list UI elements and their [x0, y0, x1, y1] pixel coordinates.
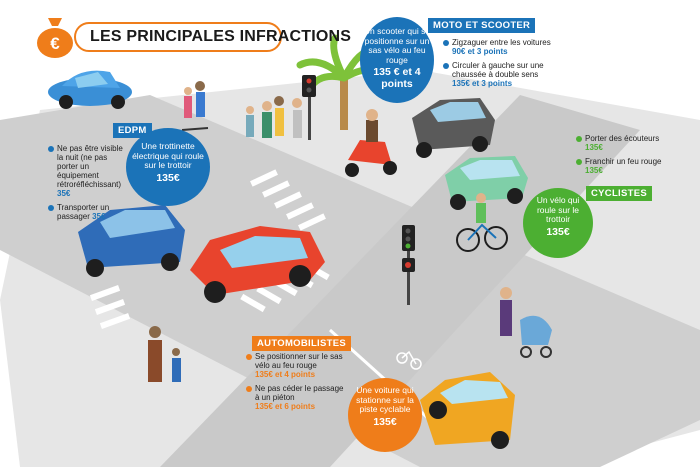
edpm-list: Ne pas être visible la nuit (ne pas port… [48, 144, 126, 226]
moto-list: Zigzaguer entre les voitures 90€ et 3 po… [443, 38, 551, 93]
bullet-icon [576, 159, 582, 166]
moto-item: Zigzaguer entre les voitures 90€ et 3 po… [443, 38, 551, 56]
cyclistes-item-text: Porter des écouteurs [585, 134, 660, 143]
page-title: LES PRINCIPALES INFRACTIONS [90, 28, 352, 45]
title-frame [74, 22, 282, 52]
automobilistes-bubble [348, 378, 422, 452]
edpm-bubble [126, 128, 210, 206]
automobilistes-bubble-price: 135€ [373, 415, 397, 428]
traffic-light-center [402, 225, 415, 305]
money-bag-icon: € [37, 18, 73, 58]
edpm-item-text: Transporter un passager [57, 203, 110, 222]
edpm-item: Ne pas être visible la nuit (ne pas port… [48, 144, 126, 198]
woman-with-stroller [500, 287, 552, 358]
car-grey [412, 98, 495, 158]
edpm-bubble-price: 135€ [156, 171, 180, 184]
edpm-item: Transporter un passager 35€ [48, 203, 126, 221]
crosswalk-top [250, 169, 326, 231]
edpm-item-fine: 35€ [57, 189, 71, 199]
edpm-tag: EDPM [113, 123, 152, 138]
bullet-icon [48, 205, 54, 212]
moto-item-fine: 135€ et 3 points [452, 79, 513, 89]
pedestrians-top [246, 96, 302, 138]
bullet-icon [576, 136, 582, 142]
automobilistes-item-text: Ne pas céder le passage à un piéton [255, 384, 344, 403]
automobilistes-item: Ne pas céder le passage à un piéton 135€… [246, 384, 346, 411]
traffic-light-top [302, 75, 316, 140]
cyclistes-item-fine: 135€ [585, 166, 603, 176]
bullet-icon [246, 354, 252, 360]
cyclistes-tag: CYCLISTES [586, 186, 653, 201]
edpm-bubble-content: Une trottinette électrique qui roule sur… [130, 141, 206, 184]
moto-item-text: Zigzaguer entre les voitures [452, 38, 551, 47]
edpm-item-text: Ne pas être visible la nuit (ne pas port… [57, 144, 123, 190]
cyclistes-item-text: Franchir un feu rouge [585, 157, 662, 167]
car-blue-left [78, 205, 185, 277]
automobilistes-item-fine: 135€ et 4 points [255, 370, 316, 380]
bullet-icon [443, 40, 449, 46]
bike-lane-symbol-icon [396, 350, 422, 370]
car-green [445, 156, 528, 210]
scooter-kids [181, 81, 209, 131]
edpm-item-fine: 35€ [92, 212, 106, 222]
moto-bubble [360, 17, 434, 103]
bullet-icon [246, 386, 252, 393]
cyclistes-bubble-price: 135€ [546, 225, 570, 238]
svg-text:€: € [50, 34, 60, 53]
car-red [190, 226, 325, 303]
moto-bubble-price: 135 € et 4 points [373, 66, 421, 90]
edpm-bubble-text: Une trottinette électrique qui roule sur… [132, 141, 204, 171]
moto-tag: MOTO ET SCOOTER [428, 18, 536, 33]
cyclistes-item: Porter des écouteurs 135€ [576, 134, 676, 152]
cyclistes-bubble-text: Un vélo qui roule sur le trottoir [536, 195, 580, 225]
car-blue-top-left [48, 70, 132, 109]
moto-item-text: Circuler à gauche sur une chaussée à dou… [452, 61, 544, 80]
moto-bubble-content: Un scooter qui se positionne sur un sas … [362, 26, 432, 91]
automobilistes-item: Se positionner sur le sas vélo au feu ro… [246, 352, 346, 379]
cyclistes-list: Porter des écouteurs 135€ Franchir un fe… [576, 134, 676, 180]
car-yellow [420, 372, 515, 449]
automobilistes-bubble-content: Une voiture qui stationne sur la piste c… [352, 385, 418, 428]
automobilistes-tag: AUTOMOBILISTES [252, 336, 351, 351]
parent-with-child [148, 326, 181, 382]
cyclistes-bubble [523, 188, 593, 258]
crosswalk-left [89, 285, 131, 329]
moto-item: Circuler à gauche sur une chaussée à dou… [443, 61, 551, 88]
palm-tree [296, 34, 384, 130]
scooter-rider [345, 109, 397, 177]
automobilistes-item-fine: 135€ et 6 points [255, 402, 316, 412]
moto-bubble-text: Un scooter qui se positionne sur un sas … [363, 26, 431, 65]
cyclistes-item-fine: 135€ [585, 143, 603, 153]
automobilistes-item-text: Se positionner sur le sas vélo au feu ro… [255, 352, 343, 371]
moto-item-fine: 90€ et 3 points [452, 47, 508, 57]
cyclistes-item: Franchir un feu rouge 135€ [576, 157, 676, 175]
cyclistes-bubble-content: Un vélo qui roule sur le trottoir 135€ [528, 195, 588, 238]
bullet-icon [443, 63, 449, 70]
automobilistes-list: Se positionner sur le sas vélo au feu ro… [246, 352, 346, 416]
cyclist [456, 193, 508, 252]
bullet-icon [48, 146, 54, 152]
automobilistes-bubble-text: Une voiture qui stationne sur la piste c… [356, 385, 414, 415]
